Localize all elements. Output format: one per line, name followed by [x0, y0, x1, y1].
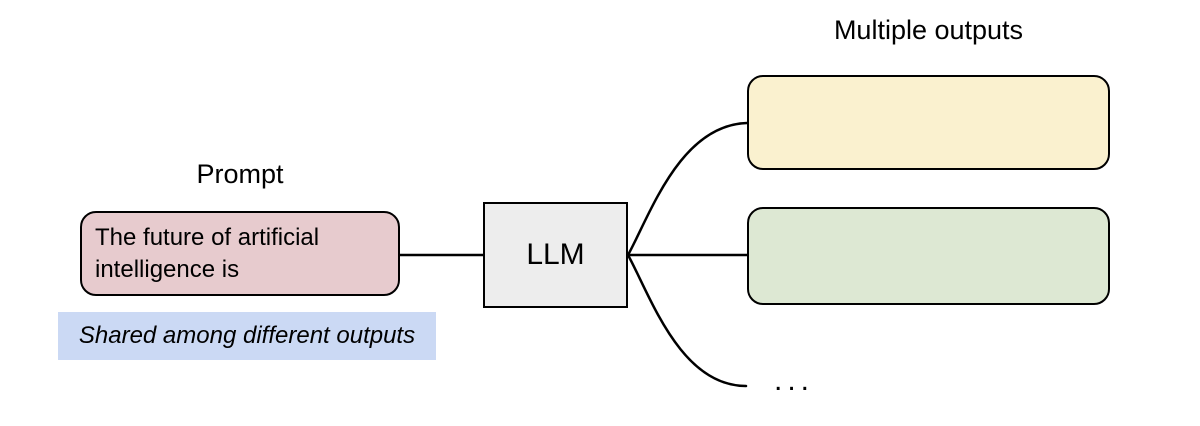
- connector-llm-to-more-outputs: [626, 253, 748, 388]
- multiple-outputs-label: Multiple outputs: [833, 15, 1024, 45]
- prompt-text: The future of artificial intelligence is: [95, 224, 320, 283]
- shared-note-text: Shared among different outputs: [78, 322, 416, 349]
- shared-note-highlight: Shared among different outputs: [58, 312, 436, 360]
- llm-label: LLM: [526, 238, 585, 271]
- connector-llm-to-output-1: [626, 121, 749, 257]
- more-outputs-ellipsis: ...: [774, 364, 815, 397]
- output-box-1: [747, 75, 1110, 170]
- output-box-2: [747, 207, 1110, 305]
- llm-box: LLM: [483, 202, 628, 308]
- prompt-section-label: Prompt: [196, 159, 284, 189]
- prompt-box: The future of artificial intelligence is: [80, 211, 400, 296]
